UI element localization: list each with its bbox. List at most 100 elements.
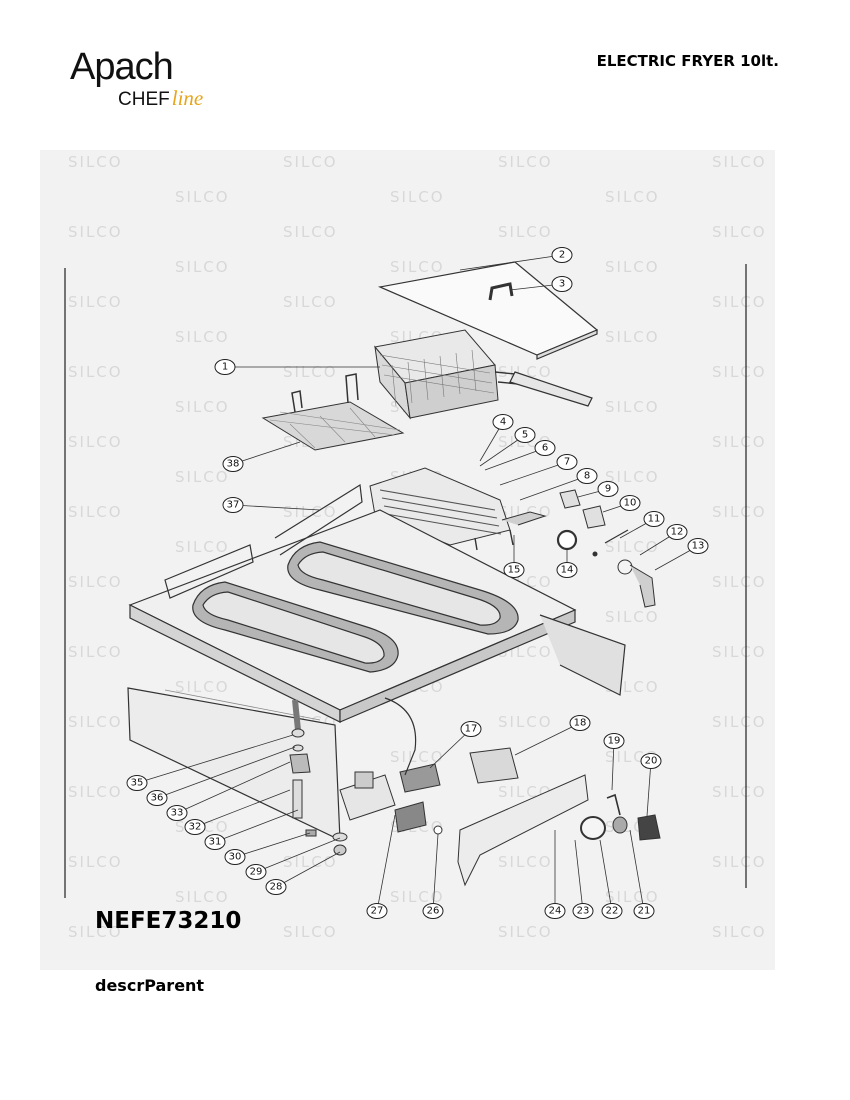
callout-bubble [643, 511, 665, 527]
callout-bubble [576, 468, 598, 484]
callout-bubble [492, 414, 514, 430]
description-label: descrParent [95, 976, 205, 995]
callout-bubble [544, 903, 566, 919]
callout-number: 8 [584, 471, 590, 482]
watermark-text: SILCO [498, 853, 553, 871]
callout-bubble [166, 805, 188, 821]
watermark-text: SILCO [712, 713, 767, 731]
watermark-text: SILCO [605, 328, 660, 346]
callout-number: 36 [151, 793, 164, 804]
brand-sub-line: line [171, 86, 204, 110]
callout-bubble [184, 819, 206, 835]
watermark-text: SILCO [712, 293, 767, 311]
leader-line [176, 761, 291, 814]
callout-number: 15 [508, 565, 521, 576]
leader-line [646, 760, 652, 817]
watermark-text: SILCO [175, 888, 230, 906]
watermark-text: SILCO [712, 503, 767, 521]
leader-line [232, 504, 321, 511]
watermark-text: SILCO [68, 713, 123, 731]
brand-logo: Apach CHEFline [70, 48, 203, 110]
watermark-text: SILCO [390, 888, 445, 906]
leader-line [629, 829, 645, 912]
watermark-text: SILCO [175, 328, 230, 346]
leader-line [232, 441, 301, 465]
callout-bubble [534, 440, 556, 456]
watermark-text: SILCO [712, 153, 767, 171]
watermark-text: SILCO [712, 853, 767, 871]
watermark-text: SILCO [283, 223, 338, 241]
watermark-text: SILCO [390, 258, 445, 276]
callout-number: 30 [229, 852, 242, 863]
callout-bubble [224, 849, 246, 865]
callout-number: 19 [608, 736, 621, 747]
watermark-text: SILCO [712, 223, 767, 241]
callout-bubble [569, 715, 591, 731]
callout-number: 26 [427, 906, 440, 917]
callout-layer: 1234567891011121314151718192021222324262… [126, 247, 709, 919]
callout-number: 33 [171, 808, 184, 819]
callout-bubble [214, 359, 236, 375]
callout-bubble [126, 775, 148, 791]
leader-line [194, 789, 291, 828]
callout-bubble [222, 456, 244, 472]
callout-bubble [503, 562, 525, 578]
callout-bubble [204, 834, 226, 850]
leader-line [234, 832, 311, 858]
callout-bubble [619, 495, 641, 511]
watermark-text: SILCO [68, 223, 123, 241]
callout-bubble [366, 903, 388, 919]
callout-bubble [222, 497, 244, 513]
callout-bubble [460, 721, 482, 737]
callout-bubble [687, 538, 709, 554]
watermark-text: SILCO [68, 783, 123, 801]
watermark-text: SILCO [712, 643, 767, 661]
callout-number: 20 [645, 756, 658, 767]
watermark-text: SILCO [712, 433, 767, 451]
watermark-text: SILCO [283, 503, 338, 521]
watermark-text: SILCO [283, 923, 338, 941]
watermark-text: SILCO [712, 783, 767, 801]
watermark-text: SILCO [68, 363, 123, 381]
callout-number: 9 [605, 484, 611, 495]
watermark-text: SILCO [283, 153, 338, 171]
watermark-text: SILCO [283, 293, 338, 311]
leader-line [514, 722, 581, 756]
watermark-text: SILCO [498, 153, 553, 171]
model-code: NEFE73210 [95, 908, 242, 934]
leader-line [214, 809, 299, 843]
callout-bubble [640, 753, 662, 769]
watermark-text: SILCO [175, 468, 230, 486]
watermark-text: SILCO [68, 503, 123, 521]
watermark-text: SILCO [498, 223, 553, 241]
diagram-canvas: SILCO SILCO SILCO SILCO SILCO SILCO SILCO SILCO… [64, 153, 767, 941]
callout-number: 29 [250, 867, 263, 878]
callout-bubble [514, 427, 536, 443]
callout-number: 18 [574, 718, 587, 729]
rack-drawing [261, 373, 405, 451]
callout-number: 11 [648, 514, 661, 525]
leader-line [574, 839, 584, 912]
callout-bubble [146, 790, 168, 806]
watermark-text: SILCO [68, 853, 123, 871]
watermark-text: SILCO [175, 258, 230, 276]
watermark-text: SILCO [390, 748, 445, 766]
watermark-text: SILCO [390, 188, 445, 206]
callout-bubble [551, 276, 573, 292]
watermark-text: SILCO [283, 363, 338, 381]
callout-number: 6 [542, 443, 548, 454]
callout-bubble [666, 524, 688, 540]
watermark-text: SILCO [605, 538, 660, 556]
watermark-text: SILCO [712, 573, 767, 591]
basket-drawing [374, 329, 593, 420]
callout-number: 7 [564, 457, 570, 468]
callout-number: 10 [624, 498, 637, 509]
callout-bubble [597, 481, 619, 497]
watermark-text: SILCO [605, 398, 660, 416]
callout-bubble [603, 733, 625, 749]
callout-number: 28 [270, 882, 283, 893]
callout-number: 24 [549, 906, 562, 917]
callout-number: 37 [227, 500, 240, 511]
brand-subline: CHEFline [118, 86, 203, 111]
watermark-text: SILCO [175, 538, 230, 556]
